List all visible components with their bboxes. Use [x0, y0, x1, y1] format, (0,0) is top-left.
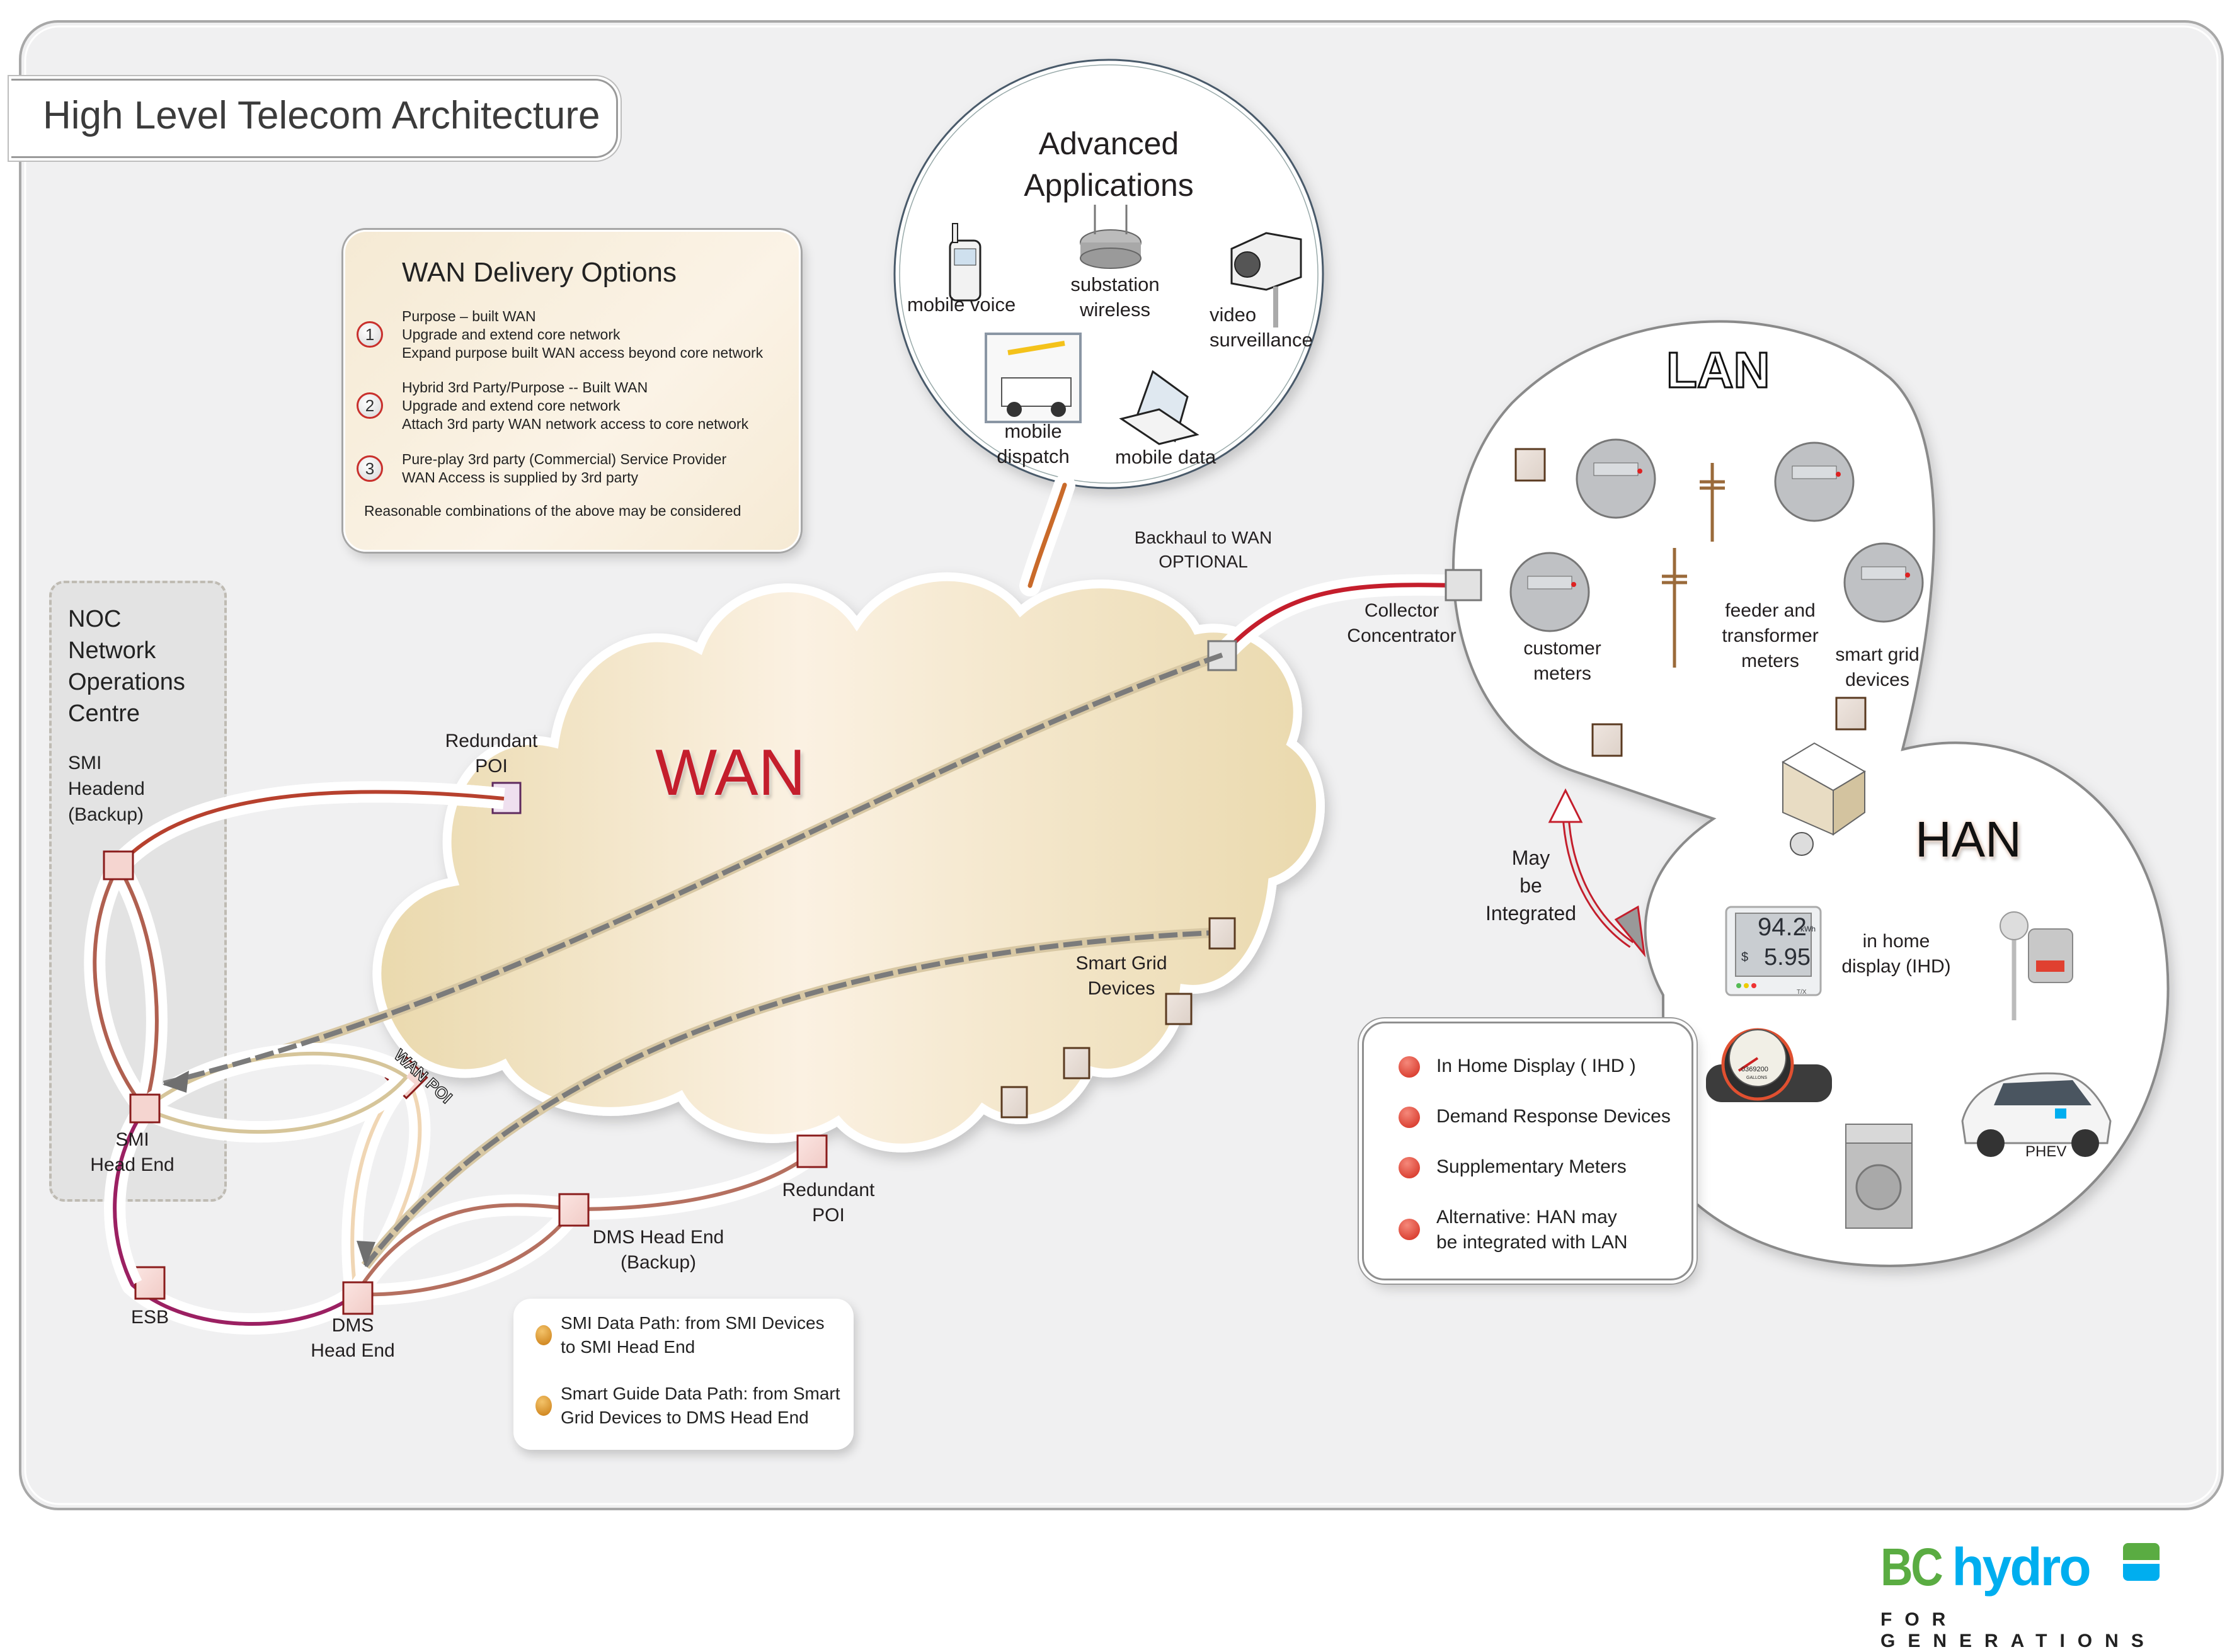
water-meter-icon — [1706, 1028, 1832, 1102]
redundant-poi-bottom-label: Redundant POI — [782, 1180, 875, 1226]
backhaul-node — [1207, 640, 1237, 671]
han-legend-item: Supplementary Meters — [1399, 1154, 1627, 1180]
label-mobile-voice: mobile voice — [907, 293, 1016, 316]
feeder-transformer-meters-label: feeder and transformer meters — [1722, 600, 1819, 671]
noc-region: NOC Network Operations Centre SMI Headen… — [49, 581, 227, 1202]
option-number-badge: 1 — [357, 321, 383, 348]
smi-head-end-label: SMI Head End — [90, 1129, 175, 1175]
meter-icon — [1576, 438, 1656, 519]
label-mobile-data: mobile data — [1115, 446, 1216, 468]
title-tab: High Level Telecom Architecture — [11, 79, 618, 158]
han-legend: In Home Display ( IHD ) Demand Response … — [1362, 1022, 1693, 1280]
house-icon — [1782, 742, 1866, 856]
bullet-icon — [535, 1325, 552, 1345]
esb-node — [134, 1266, 166, 1300]
ihd-label: in home display (IHD) — [1841, 931, 1951, 977]
security-camera-icon — [1230, 232, 1302, 328]
han-legend-item: In Home Display ( IHD ) — [1399, 1054, 1636, 1079]
wan-options-note: Reasonable combinations of the above may… — [364, 503, 741, 519]
redundant-poi-top-label: Redundant POI — [445, 731, 538, 777]
han-legend-item: Demand Response Devices — [1399, 1104, 1671, 1129]
logo-hydro: hydro — [1952, 1537, 2091, 1597]
collector-concentrator-node — [1445, 569, 1482, 601]
gas-meter-icon — [2000, 911, 2073, 1020]
meter-icon — [1843, 542, 1924, 623]
wan-delivery-options-callout: WAN Delivery Options 1 Purpose – built W… — [343, 230, 801, 552]
backhaul-label: Backhaul to WAN OPTIONAL — [1134, 528, 1273, 571]
meter-icon — [1509, 552, 1590, 632]
bullet-icon — [1399, 1056, 1420, 1078]
water-meter-reading: 0369200 — [1741, 1066, 1768, 1073]
option-number-badge: 3 — [357, 455, 383, 482]
ihd-button-label: T/X — [1797, 989, 1807, 996]
washing-machine-icon — [1845, 1124, 1913, 1229]
advanced-applications-heading: Advanced Applications — [1024, 126, 1194, 203]
logo-tagline: FOR GENERATIONS — [1880, 1609, 2156, 1651]
ihd-cost-reading: 5.95 — [1764, 944, 1811, 971]
label-substation-wireless: substation wireless — [1070, 273, 1160, 321]
ihd-dollar-sign: $ — [1741, 950, 1749, 964]
bullet-icon — [1399, 1219, 1420, 1240]
customer-meters-label: customer meters — [1523, 638, 1601, 684]
smart-grid-devices-lan-label: smart grid devices — [1835, 644, 1920, 690]
bucket-truck-icon — [985, 333, 1082, 423]
wan-label: WAN — [655, 736, 806, 809]
meter-icon — [1774, 441, 1855, 522]
laptop-icon — [1119, 370, 1199, 445]
collector-concentrator-label: Collector Concentrator — [1347, 600, 1457, 646]
bullet-icon — [1399, 1157, 1420, 1178]
dms-head-end-label: DMS Head End — [311, 1315, 395, 1361]
han-legend-item: Alternative: HAN may be integrated with … — [1399, 1205, 1628, 1255]
wan-option-1: 1 Purpose – built WAN Upgrade and extend… — [357, 307, 763, 362]
label-video-surveillance: video surveillance — [1210, 304, 1313, 351]
legend-item-smart-guide-data-path: Smart Guide Data Path: from Smart Grid D… — [535, 1382, 840, 1430]
mobile-phone-icon — [949, 223, 982, 302]
han-label: HAN — [1915, 811, 2022, 867]
lan-label: LAN — [1665, 341, 1770, 399]
dms-head-end-backup-node — [558, 1193, 590, 1227]
dms-head-end-backup-label: DMS Head End (Backup) — [592, 1227, 724, 1273]
data-path-legend: SMI Data Path: from SMI Devices to SMI H… — [513, 1299, 854, 1450]
page-title: High Level Telecom Architecture — [43, 94, 600, 137]
wireless-router-icon — [1080, 205, 1142, 269]
smi-headend-backup-label: SMI Headend (Backup) — [68, 753, 145, 825]
wan-options-heading: WAN Delivery Options — [402, 257, 677, 288]
dms-arrowhead — [357, 1241, 375, 1267]
wan-option-3: 3 Pure-play 3rd party (Commercial) Servi… — [357, 450, 726, 487]
phev-label: PHEV — [2025, 1143, 2067, 1160]
utility-pole-icon — [1700, 463, 1725, 542]
bullet-icon — [535, 1396, 552, 1416]
integration-arrow — [1548, 788, 1646, 958]
esb-label: ESB — [131, 1307, 169, 1328]
option-number-badge: 2 — [357, 392, 383, 419]
dms-head-end-node — [342, 1281, 374, 1315]
redundant-poi-bottom-node — [796, 1134, 828, 1168]
may-be-integrated-label: May be Integrated — [1485, 846, 1577, 925]
bullet-icon — [1399, 1107, 1420, 1128]
logo-bc: BC — [1880, 1537, 1943, 1597]
lan-meters — [1509, 438, 1924, 668]
bc-hydro-mark-icon — [2123, 1543, 2160, 1581]
ihd-kwh-reading: 94.2 — [1758, 913, 1807, 941]
noc-title: NOC Network Operations Centre — [68, 606, 185, 727]
water-meter-unit: GALLONS — [1746, 1076, 1768, 1080]
in-home-display-icon — [1725, 906, 1822, 996]
redundant-poi-top-node — [491, 782, 522, 814]
label-mobile-dispatch: mobile dispatch — [997, 420, 1070, 467]
utility-pole-icon — [1662, 548, 1687, 668]
ihd-kwh-unit: kWh — [1800, 925, 1816, 933]
wan-option-2: 2 Hybrid 3rd Party/Purpose -- Built WAN … — [357, 379, 748, 433]
phev-car-icon — [1961, 1072, 2112, 1157]
smart-grid-devices-cloud-label: Smart Grid Devices — [1075, 953, 1167, 999]
legend-item-smi-data-path: SMI Data Path: from SMI Devices to SMI H… — [535, 1311, 825, 1359]
